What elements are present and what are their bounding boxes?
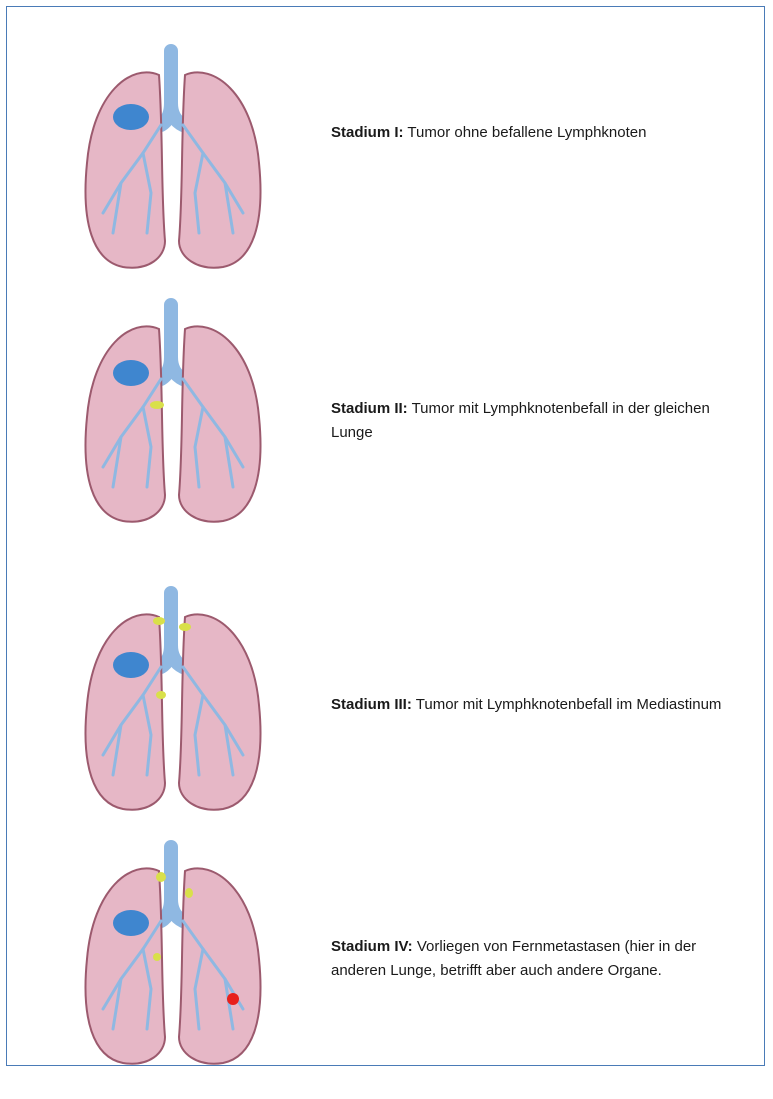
lymph-node-icon (153, 953, 161, 961)
stage-3-text: Tumor mit Lymphknotenbefall im Mediastin… (416, 696, 722, 713)
stage-2-label: Stadium II: (331, 400, 408, 417)
lymph-node-icon (156, 691, 166, 699)
lymph-node-icon (156, 872, 166, 882)
metastasis-icon (227, 993, 239, 1005)
lungs-icon (73, 839, 273, 1069)
tumor-icon (113, 910, 149, 936)
stage-1-label: Stadium I: (331, 124, 404, 141)
lungs-icon (73, 297, 273, 527)
stage-3: Stadium III: Tumor mit Lymphknotenbefall… (7, 585, 766, 845)
tumor-icon (113, 104, 149, 130)
lymph-node-icon (153, 617, 165, 625)
tumor-icon (113, 360, 149, 386)
stage-3-caption: Stadium III: Tumor mit Lymphknotenbefall… (331, 693, 751, 717)
stage-1-text: Tumor ohne befallene Lymphknoten (407, 124, 646, 141)
tumor-icon (113, 652, 149, 678)
stage-4-caption: Stadium IV: Vorliegen von Fernmetastasen… (331, 935, 751, 983)
stage-2-caption: Stadium II: Tumor mit Lymphknotenbefall … (331, 397, 751, 445)
stage-4: Stadium IV: Vorliegen von Fernmetastasen… (7, 839, 766, 1099)
stage-2: Stadium II: Tumor mit Lymphknotenbefall … (7, 297, 766, 557)
lungs-icon (73, 585, 273, 815)
stage-1: Stadium I: Tumor ohne befallene Lymphkno… (7, 43, 766, 303)
stage-1-caption: Stadium I: Tumor ohne befallene Lymphkno… (331, 121, 751, 145)
lungs-icon (73, 43, 273, 273)
lymph-node-icon (179, 623, 191, 631)
stage-4-label: Stadium IV: (331, 938, 413, 955)
stage-3-label: Stadium III: (331, 696, 412, 713)
lymph-node-icon (185, 888, 193, 898)
lymph-node-icon (150, 401, 164, 409)
diagram-frame: Stadium I: Tumor ohne befallene Lymphkno… (6, 6, 765, 1066)
